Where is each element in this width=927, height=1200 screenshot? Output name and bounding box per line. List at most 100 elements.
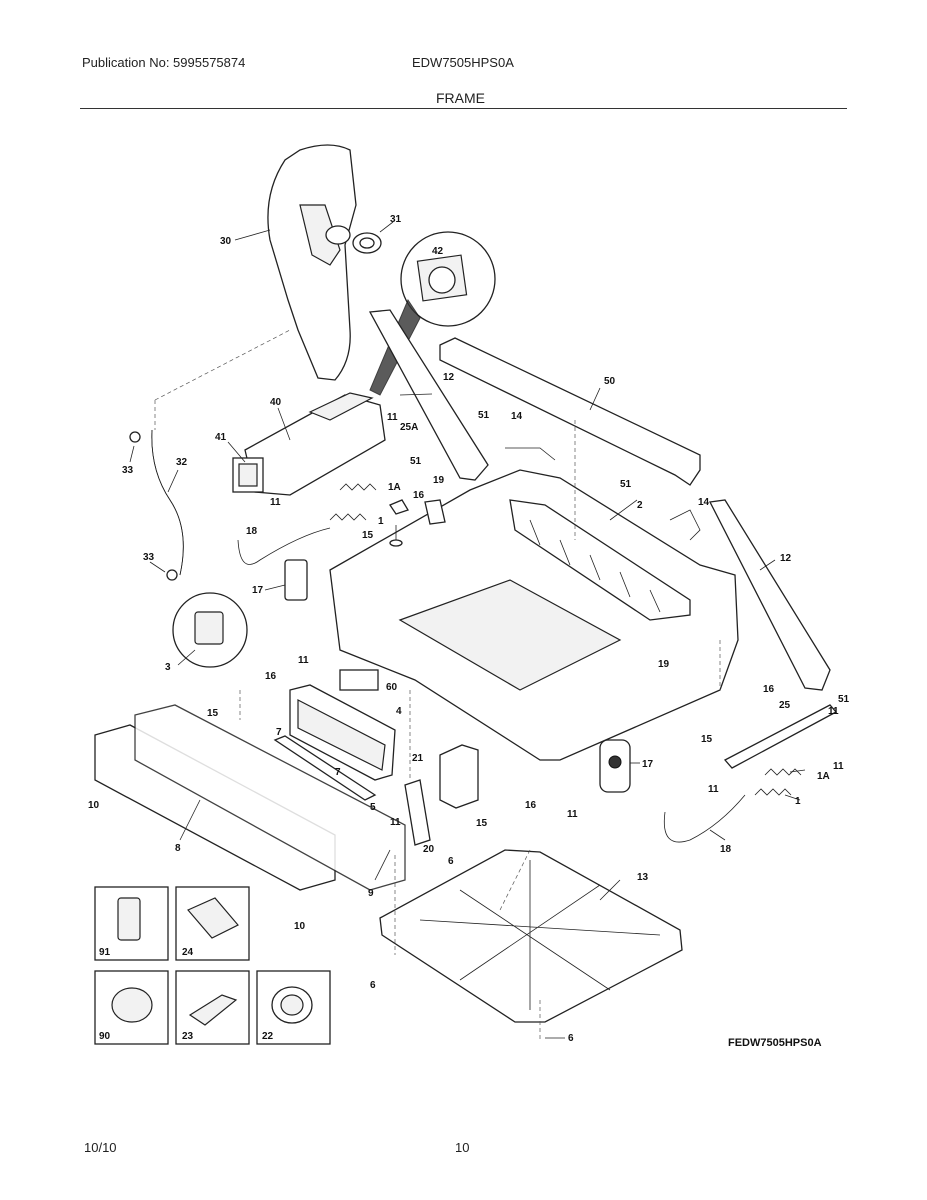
callout-31: 31 (390, 214, 402, 225)
vent-duct-part-30 (267, 144, 357, 381)
hose-part-32-inner (151, 429, 184, 576)
part-23-shape (188, 994, 238, 1026)
callout-10-a: 10 (88, 800, 100, 811)
callout-7-a: 7 (276, 727, 282, 738)
section-title: FRAME (436, 90, 485, 106)
callout-16-b: 16 (265, 671, 277, 682)
callout-4: 4 (396, 706, 402, 717)
part-90-shape (111, 987, 153, 1023)
callout-19-b: 19 (658, 659, 670, 670)
model-number: EDW7505HPS0A (412, 55, 514, 70)
callout-1-a: 1 (378, 516, 384, 527)
callout-51-c: 51 (620, 479, 632, 490)
part-91-shape (117, 897, 141, 941)
valve-body (194, 611, 224, 645)
callout-15-c: 15 (701, 734, 713, 745)
fan-rotor (428, 266, 456, 294)
callout-17-a: 17 (252, 585, 264, 596)
wire-harness-part-18-right (663, 794, 746, 843)
callout-12-left: 12 (443, 372, 455, 383)
clamp-part-33-top (129, 431, 141, 443)
callout-9: 9 (368, 888, 374, 899)
callout-18-b: 18 (720, 844, 732, 855)
callout-18-a: 18 (246, 526, 258, 537)
callout-16-a: 16 (413, 490, 425, 501)
part-22-ring-inner (280, 994, 304, 1016)
diagram-code: FEDW7505HPS0A (728, 1037, 822, 1049)
callout-32: 32 (176, 457, 188, 468)
control-module-face (297, 699, 386, 771)
spring-part-1A-left (339, 483, 377, 491)
callout-15-b: 15 (207, 708, 219, 719)
support-rail-part-12-left (368, 309, 489, 481)
spring-part-1-left (329, 513, 367, 521)
clamp-part-33-bottom (166, 569, 178, 581)
frame-rack-row (509, 499, 691, 621)
callout-1A-a: 1A (388, 482, 401, 493)
callout-11-a: 11 (387, 412, 398, 423)
bracket-hole (608, 755, 622, 769)
callout-33-bottom: 33 (143, 552, 155, 563)
callout-41: 41 (215, 432, 227, 443)
leader-lines (129, 221, 806, 1039)
callout-19-a: 19 (433, 475, 445, 486)
callout-40: 40 (270, 397, 282, 408)
callout-7-b: 7 (335, 767, 341, 778)
callout-23: 23 (182, 1031, 194, 1042)
callout-16-d: 16 (525, 800, 537, 811)
plate-part-60 (339, 669, 379, 691)
callout-1-b: 1 (795, 796, 801, 807)
vent-duct-inner (299, 204, 341, 266)
footer-page-number: 10 (455, 1140, 470, 1155)
duct-port (325, 225, 351, 245)
duct-assembly-top (308, 392, 374, 421)
callout-1A-b: 1A (817, 771, 830, 782)
callout-25A-a: 25A (400, 422, 418, 433)
callout-24: 24 (182, 947, 194, 958)
callout-8: 8 (175, 843, 181, 854)
callout-11-e: 11 (833, 761, 844, 772)
clip-part-16-a (389, 499, 409, 515)
spring-part-1-right (754, 788, 792, 796)
callout-11-b: 11 (270, 497, 281, 508)
ring-seal-inner (359, 237, 375, 249)
bracket-part-17-left (284, 559, 308, 601)
part-24-shape (187, 897, 239, 939)
top-rail-part-50 (439, 337, 701, 486)
publication-number: Publication No: 5995575874 (82, 55, 246, 70)
strip-part-14-b (669, 509, 701, 541)
callout-10-b: 10 (294, 921, 306, 932)
callout-21: 21 (412, 753, 424, 764)
hose-part-32 (151, 429, 184, 576)
trim-part-5 (273, 735, 377, 801)
callout-6-b: 6 (370, 980, 376, 991)
callout-14-b: 14 (698, 497, 710, 508)
callout-17-b: 17 (642, 759, 654, 770)
callout-51-b: 51 (410, 456, 422, 467)
shield-part-20 (404, 779, 431, 846)
callout-14-a: 14 (511, 411, 523, 422)
callout-11-d: 11 (828, 706, 839, 717)
callout-42: 42 (432, 246, 444, 257)
spring-part-1A-right (764, 768, 802, 776)
callout-51-a: 51 (478, 410, 490, 421)
leveling-leg-foot-a (389, 539, 403, 547)
callout-12-right: 12 (780, 553, 792, 564)
callout-51-d: 51 (838, 694, 850, 705)
callout-6-c: 6 (568, 1033, 574, 1044)
callout-15-a: 15 (362, 530, 374, 541)
rail-part-25 (723, 704, 838, 769)
callout-13: 13 (637, 872, 649, 883)
header-rule (80, 108, 847, 109)
callout-11-f: 11 (708, 784, 719, 795)
callout-15-d: 15 (476, 818, 488, 829)
box-part-21 (439, 744, 479, 809)
callout-30: 30 (220, 236, 232, 247)
guide-lines (154, 329, 721, 1040)
inner-panel-part-9 (134, 704, 406, 891)
footer-date: 10/10 (84, 1140, 117, 1155)
callout-90: 90 (99, 1031, 111, 1042)
support-rail-part-12-right (709, 499, 831, 691)
callout-6-a: 6 (448, 856, 454, 867)
